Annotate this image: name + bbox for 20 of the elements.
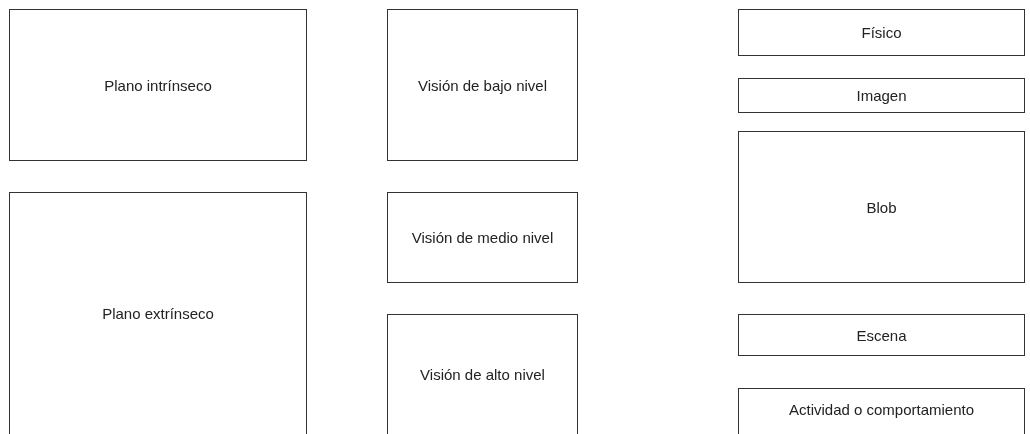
process-box: [9, 9, 307, 161]
box-label: Físico: [861, 24, 902, 41]
box-label: Plano extrínseco: [102, 305, 214, 322]
box-label: Actividad o comportamiento: [788, 401, 975, 418]
process-box: [738, 314, 1025, 356]
process-box: [738, 9, 1025, 56]
process-box: [738, 131, 1025, 283]
box-label: Visión de medio nivel: [411, 229, 554, 246]
box-label: Escena: [856, 326, 907, 344]
process-box: [9, 192, 307, 434]
process-box: [738, 78, 1025, 113]
box-label: Imagen: [856, 87, 907, 104]
process-box: [387, 192, 578, 283]
process-box: [387, 9, 578, 161]
box-label: Blob: [866, 198, 897, 216]
box-label: Plano intrínseco: [104, 76, 212, 94]
box-label: Visión de bajo nivel: [418, 76, 547, 94]
process-box: [738, 388, 1025, 434]
box-label: Visión de alto nivel: [420, 366, 545, 383]
process-box: [387, 314, 578, 434]
